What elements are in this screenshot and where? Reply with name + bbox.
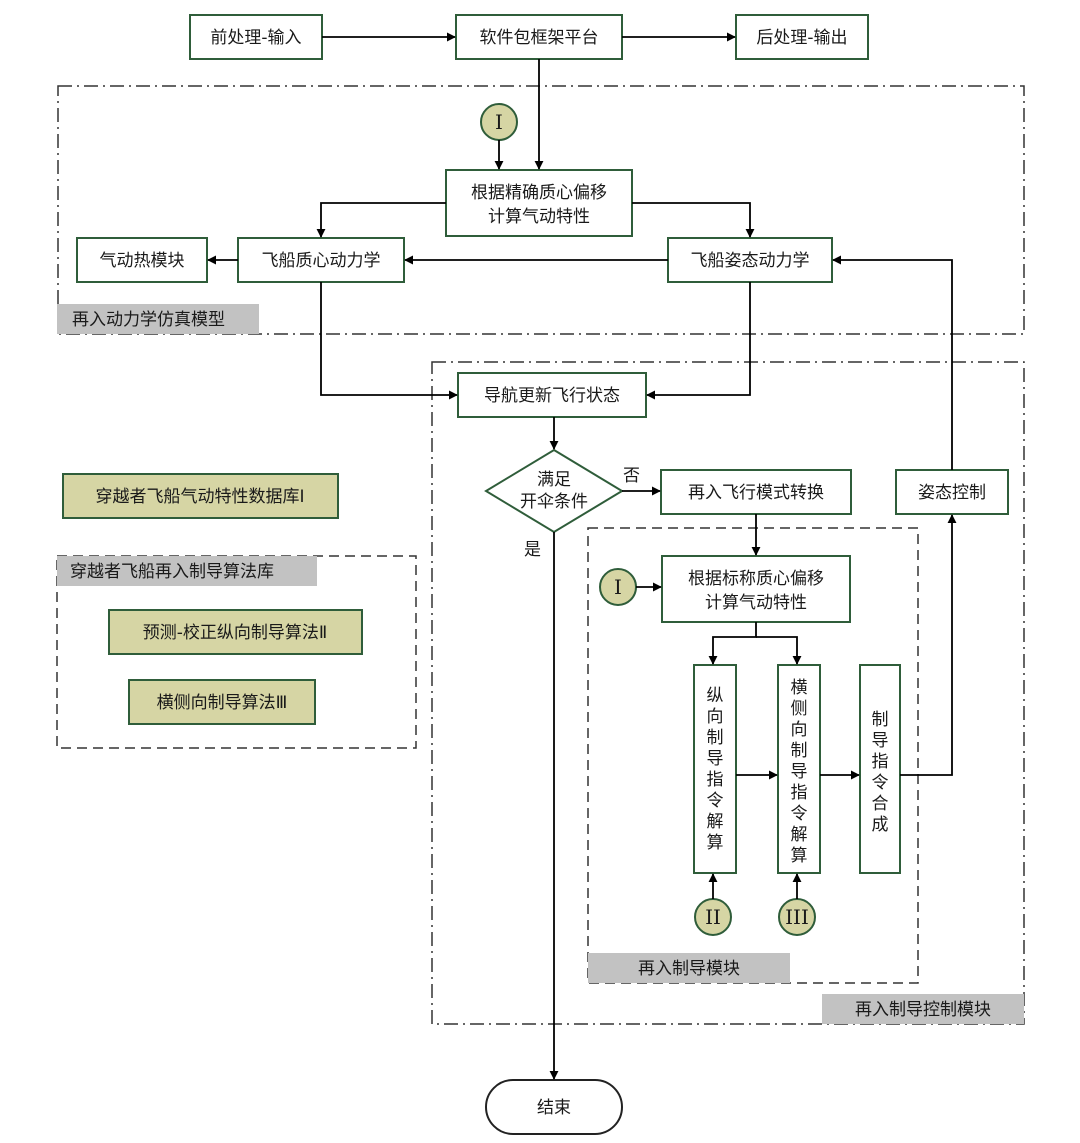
mode-switch-node: 再入飞行模式转换 <box>660 469 852 515</box>
svg-text:横侧向制导算法Ⅲ: 横侧向制导算法Ⅲ <box>157 693 288 713</box>
nominal-aero-calc-node: 根据标称质心偏移 计算气动特性 <box>661 555 851 623</box>
svg-text:合: 合 <box>872 794 889 814</box>
svg-text:向: 向 <box>791 720 808 740</box>
arrow-attitude-to-nav <box>646 282 751 400</box>
svg-text:纵: 纵 <box>707 686 724 706</box>
svg-text:解: 解 <box>707 812 724 832</box>
arrow-attitude-control-to-attitude-dyn <box>832 255 953 470</box>
marker-ii: II <box>694 898 732 936</box>
svg-text:令: 令 <box>791 804 808 824</box>
precise-aero-calc-node: 根据精确质心偏移 计算气动特性 <box>445 169 633 237</box>
svg-text:导: 导 <box>872 731 889 751</box>
svg-text:计算气动特性: 计算气动特性 <box>705 593 807 613</box>
parachute-decision-node: 满足 开伞条件 <box>484 448 624 534</box>
svg-text:导航更新飞行状态: 导航更新飞行状态 <box>484 386 620 406</box>
nav-update-node: 导航更新飞行状态 <box>457 372 647 418</box>
arrow-aero-calc-to-attitude <box>632 202 755 238</box>
svg-text:穿越者飞船再入制导算法库: 穿越者飞船再入制导算法库 <box>70 562 274 582</box>
svg-text:横: 横 <box>791 678 808 698</box>
marker-i-guidance: I <box>599 568 637 606</box>
svg-text:算: 算 <box>791 846 808 866</box>
yes-label: 是 <box>524 540 541 560</box>
no-label: 否 <box>623 466 640 486</box>
svg-text:向: 向 <box>707 707 724 727</box>
svg-text:导: 导 <box>791 762 808 782</box>
arrow-centroid-to-nav <box>320 282 458 400</box>
svg-text:算: 算 <box>707 833 724 853</box>
svg-text:解: 解 <box>791 825 808 845</box>
svg-text:制: 制 <box>872 710 889 730</box>
algo-library-border <box>56 555 417 749</box>
svg-text:姿态控制: 姿态控制 <box>918 483 986 503</box>
dynamics-region-label: 再入动力学仿真模型 <box>57 304 259 334</box>
svg-text:再入制导控制模块: 再入制导控制模块 <box>855 1000 991 1020</box>
longitudinal-command-node: 纵 向 制 导 指 令 解 算 <box>693 664 737 874</box>
svg-text:成: 成 <box>872 815 889 835</box>
marker-i-top: I <box>480 103 518 141</box>
lateral-algo-node: 横侧向制导算法Ⅲ <box>128 679 316 725</box>
svg-text:结束: 结束 <box>537 1098 571 1118</box>
end-node: 结束 <box>485 1079 623 1135</box>
svg-text:指: 指 <box>791 783 808 803</box>
pre-process-node: 前处理-输入 <box>189 14 323 60</box>
control-region-label: 再入制导控制模块 <box>822 994 1024 1024</box>
svg-text:I: I <box>614 575 622 599</box>
svg-text:根据标称质心偏移: 根据标称质心偏移 <box>688 569 824 589</box>
svg-text:飞船姿态动力学: 飞船姿态动力学 <box>691 251 810 271</box>
svg-text:开伞条件: 开伞条件 <box>520 492 588 512</box>
svg-text:预测-校正纵向制导算法Ⅱ: 预测-校正纵向制导算法Ⅱ <box>143 623 328 643</box>
aero-heat-node: 气动热模块 <box>76 237 208 283</box>
svg-text:III: III <box>785 905 809 929</box>
svg-text:满足: 满足 <box>537 470 571 490</box>
dynamics-region-border <box>57 85 1025 335</box>
svg-text:计算气动特性: 计算气动特性 <box>488 207 590 227</box>
predict-correct-algo-node: 预测-校正纵向制导算法Ⅱ <box>108 609 363 655</box>
svg-text:再入制导模块: 再入制导模块 <box>638 959 740 979</box>
svg-text:再入飞行模式转换: 再入飞行模式转换 <box>688 483 824 503</box>
arrow-nominal-to-longitudinal <box>708 622 757 665</box>
svg-text:令: 令 <box>872 773 889 793</box>
svg-text:令: 令 <box>707 791 724 811</box>
svg-text:再入动力学仿真模型: 再入动力学仿真模型 <box>72 310 225 330</box>
svg-text:制: 制 <box>707 728 724 748</box>
svg-text:II: II <box>705 905 721 929</box>
svg-text:气动热模块: 气动热模块 <box>100 251 185 271</box>
svg-text:导: 导 <box>707 749 724 769</box>
arrow-aero-calc-to-centroid <box>316 202 446 238</box>
svg-text:软件包框架平台: 软件包框架平台 <box>480 28 599 48</box>
centroid-dynamics-node: 飞船质心动力学 <box>237 237 405 283</box>
algo-library-label: 穿越者飞船再入制导算法库 <box>57 556 317 586</box>
aero-database-node: 穿越者飞船气动特性数据库Ⅰ <box>62 473 339 519</box>
svg-text:根据精确质心偏移: 根据精确质心偏移 <box>471 183 607 203</box>
svg-text:指: 指 <box>707 770 724 790</box>
marker-iii: III <box>778 898 816 936</box>
guidance-region-border <box>587 527 919 984</box>
arrow-nominal-to-lateral <box>756 636 802 665</box>
svg-text:指: 指 <box>872 752 889 772</box>
command-synthesis-node: 制 导 指 令 合 成 <box>859 664 901 874</box>
svg-text:飞船质心动力学: 飞船质心动力学 <box>262 251 381 271</box>
svg-text:制: 制 <box>791 741 808 761</box>
guidance-region-label: 再入制导模块 <box>588 953 790 983</box>
svg-text:前处理-输入: 前处理-输入 <box>210 28 301 48</box>
attitude-dynamics-node: 飞船姿态动力学 <box>667 237 833 283</box>
svg-text:侧: 侧 <box>791 699 808 719</box>
post-process-node: 后处理-输出 <box>735 14 869 60</box>
platform-node: 软件包框架平台 <box>455 14 623 60</box>
attitude-control-node: 姿态控制 <box>895 469 1009 515</box>
arrow-synthesis-to-attitude-control <box>900 514 957 776</box>
svg-text:穿越者飞船气动特性数据库Ⅰ: 穿越者飞船气动特性数据库Ⅰ <box>95 487 304 507</box>
lateral-command-node: 横 侧 向 制 导 指 令 解 算 <box>777 664 821 874</box>
svg-text:后处理-输出: 后处理-输出 <box>756 28 847 48</box>
svg-text:I: I <box>495 110 503 134</box>
